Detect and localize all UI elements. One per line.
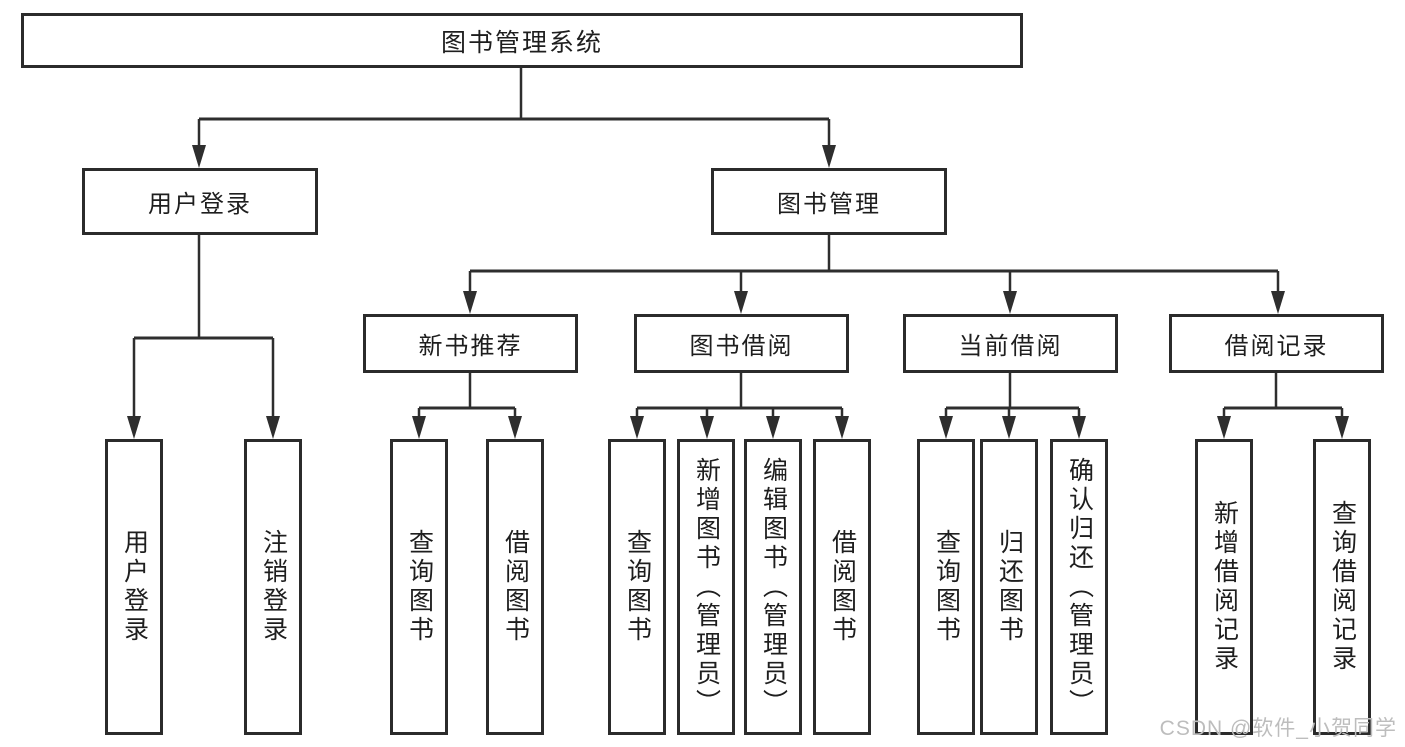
leaf-label: 注销登录 <box>259 529 288 645</box>
leaf-borrow-book-2: 借阅图书 <box>813 439 871 735</box>
leaf-label: 确认归还（管理员） <box>1065 456 1094 718</box>
node-current-borrow: 当前借阅 <box>903 314 1118 373</box>
leaf-query-book-2: 查询图书 <box>608 439 666 735</box>
leaf-query-book-3: 查询图书 <box>917 439 975 735</box>
leaf-label: 用户登录 <box>120 529 149 645</box>
leaf-label: 查询图书 <box>932 529 961 645</box>
node-book-borrow: 图书借阅 <box>634 314 849 373</box>
leaf-borrow-book-1: 借阅图书 <box>486 439 544 735</box>
leaf-return-book: 归还图书 <box>980 439 1038 735</box>
leaf-label: 借阅图书 <box>501 529 530 645</box>
leaf-label: 新增图书（管理员） <box>692 456 721 718</box>
leaf-edit-book-admin: 编辑图书（管理员） <box>744 439 802 735</box>
node-book-management-branch: 图书管理 <box>711 168 947 235</box>
arrowhead-icons <box>127 145 1349 439</box>
leaf-label: 查询图书 <box>405 529 434 645</box>
leaf-label: 新增借阅记录 <box>1210 500 1239 674</box>
leaf-query-book-1: 查询图书 <box>390 439 448 735</box>
node-new-book-recommend: 新书推荐 <box>363 314 578 373</box>
leaf-label: 查询借阅记录 <box>1328 500 1357 674</box>
leaf-label: 查询图书 <box>623 529 652 645</box>
leaf-logout: 注销登录 <box>244 439 302 735</box>
leaf-add-book-admin: 新增图书（管理员） <box>677 439 735 735</box>
csdn-watermark: CSDN @软件_小贺同学 <box>1159 717 1397 740</box>
leaf-label: 借阅图书 <box>828 529 857 645</box>
node-borrow-record: 借阅记录 <box>1169 314 1384 373</box>
leaf-add-borrow-record: 新增借阅记录 <box>1195 439 1253 735</box>
leaf-confirm-return-admin: 确认归还（管理员） <box>1050 439 1108 735</box>
node-library-management-system: 图书管理系统 <box>21 13 1023 68</box>
leaf-label: 编辑图书（管理员） <box>759 456 788 718</box>
leaf-user-login: 用户登录 <box>105 439 163 735</box>
node-user-login-branch: 用户登录 <box>82 168 318 235</box>
leaf-query-borrow-record: 查询借阅记录 <box>1313 439 1371 735</box>
leaf-label: 归还图书 <box>995 529 1024 645</box>
